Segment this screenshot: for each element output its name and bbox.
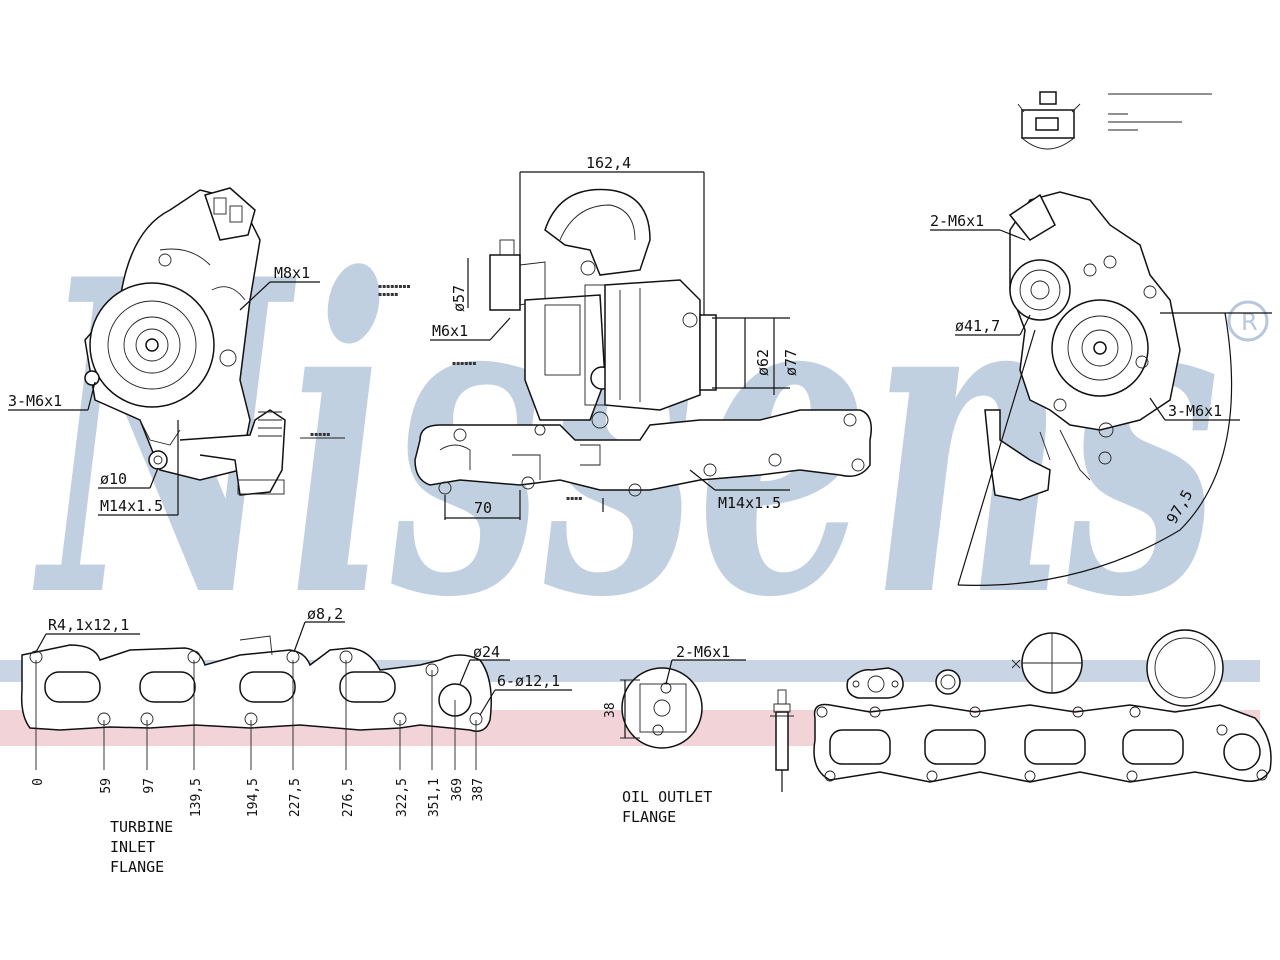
dim-flange-0: 0 xyxy=(31,778,46,786)
label-left-m6: 3-M6x1 xyxy=(8,392,62,410)
label-left-m14: M14x1.5 xyxy=(100,497,163,515)
small-ring-gasket-icon xyxy=(935,669,961,695)
connector-pinout-icon xyxy=(1017,91,1212,150)
dim-flange-387: 387 xyxy=(471,778,486,801)
dim-center-d77: ø77 xyxy=(782,349,800,376)
label-center-tiny-b: ▪▪▪▪▪ xyxy=(378,291,398,298)
large-ring-gasket-icon xyxy=(1146,629,1224,707)
label-center-m14: M14x1.5 xyxy=(718,494,781,512)
label-left-m8: M8x1 xyxy=(274,264,310,282)
oil-gasket-icon xyxy=(846,667,904,699)
sealant-syringe-icon xyxy=(770,689,794,792)
label-flange-holes: 6-ø12,1 xyxy=(497,672,560,690)
label-center-m6: M6x1 xyxy=(432,322,468,340)
dim-oil-38: 38 xyxy=(603,702,618,718)
dim-flange-59: 59 xyxy=(99,778,114,794)
turbine-inlet-flange xyxy=(20,635,492,770)
dim-center-70: 70 xyxy=(474,499,492,517)
turbo-left-view xyxy=(84,187,286,496)
dim-flange-276: 276,5 xyxy=(341,778,356,817)
caption-oil-1: OIL OUTLET xyxy=(622,788,712,806)
caption-turbine-3: FLANGE xyxy=(110,858,164,876)
label-right-m6a: 2-M6x1 xyxy=(930,212,984,230)
dim-flange-227: 227,5 xyxy=(288,778,303,817)
dim-flange-369: 369 xyxy=(450,778,465,801)
label-left-tiny-note: ▪▪▪▪▪ xyxy=(310,431,330,438)
dim-center-width: 162,4 xyxy=(586,154,631,172)
svg-text:R: R xyxy=(1241,308,1258,336)
label-flange-r: R4,1x12,1 xyxy=(48,616,129,634)
label-right-m6b: 3-M6x1 xyxy=(1168,402,1222,420)
crush-gasket-icon xyxy=(1011,632,1083,694)
label-oil-m6: 2-M6x1 xyxy=(676,643,730,661)
dim-center-d62: ø62 xyxy=(754,349,772,376)
caption-oil-2: FLANGE xyxy=(622,808,676,826)
caption-turbine-2: INLET xyxy=(110,838,155,856)
dim-flange-351: 351,1 xyxy=(427,778,442,817)
turbo-center-view xyxy=(414,188,872,497)
turbo-right-view xyxy=(984,191,1181,501)
manifold-gasket-icon xyxy=(813,703,1272,783)
label-flange-d82: ø8,2 xyxy=(307,605,343,623)
dim-flange-194: 194,5 xyxy=(246,778,261,817)
registered-mark-icon: R xyxy=(1227,300,1269,342)
label-flange-d24: ø24 xyxy=(473,643,500,661)
caption-turbine-1: TURBINE xyxy=(110,818,173,836)
dim-flange-97: 97 xyxy=(142,778,157,794)
label-right-d41: ø41,7 xyxy=(955,317,1000,335)
label-center-tiny-c: ▪▪▪▪▪▪ xyxy=(452,360,476,367)
label-center-tiny-d: ▪▪▪▪ xyxy=(566,495,582,502)
label-left-d10: ø10 xyxy=(100,470,127,488)
dim-center-d57: ø57 xyxy=(450,285,468,312)
dim-flange-322: 322,5 xyxy=(395,778,410,817)
label-center-tiny-a: ▪▪▪▪▪▪▪▪ xyxy=(378,283,411,290)
dim-flange-139: 139,5 xyxy=(189,778,204,817)
